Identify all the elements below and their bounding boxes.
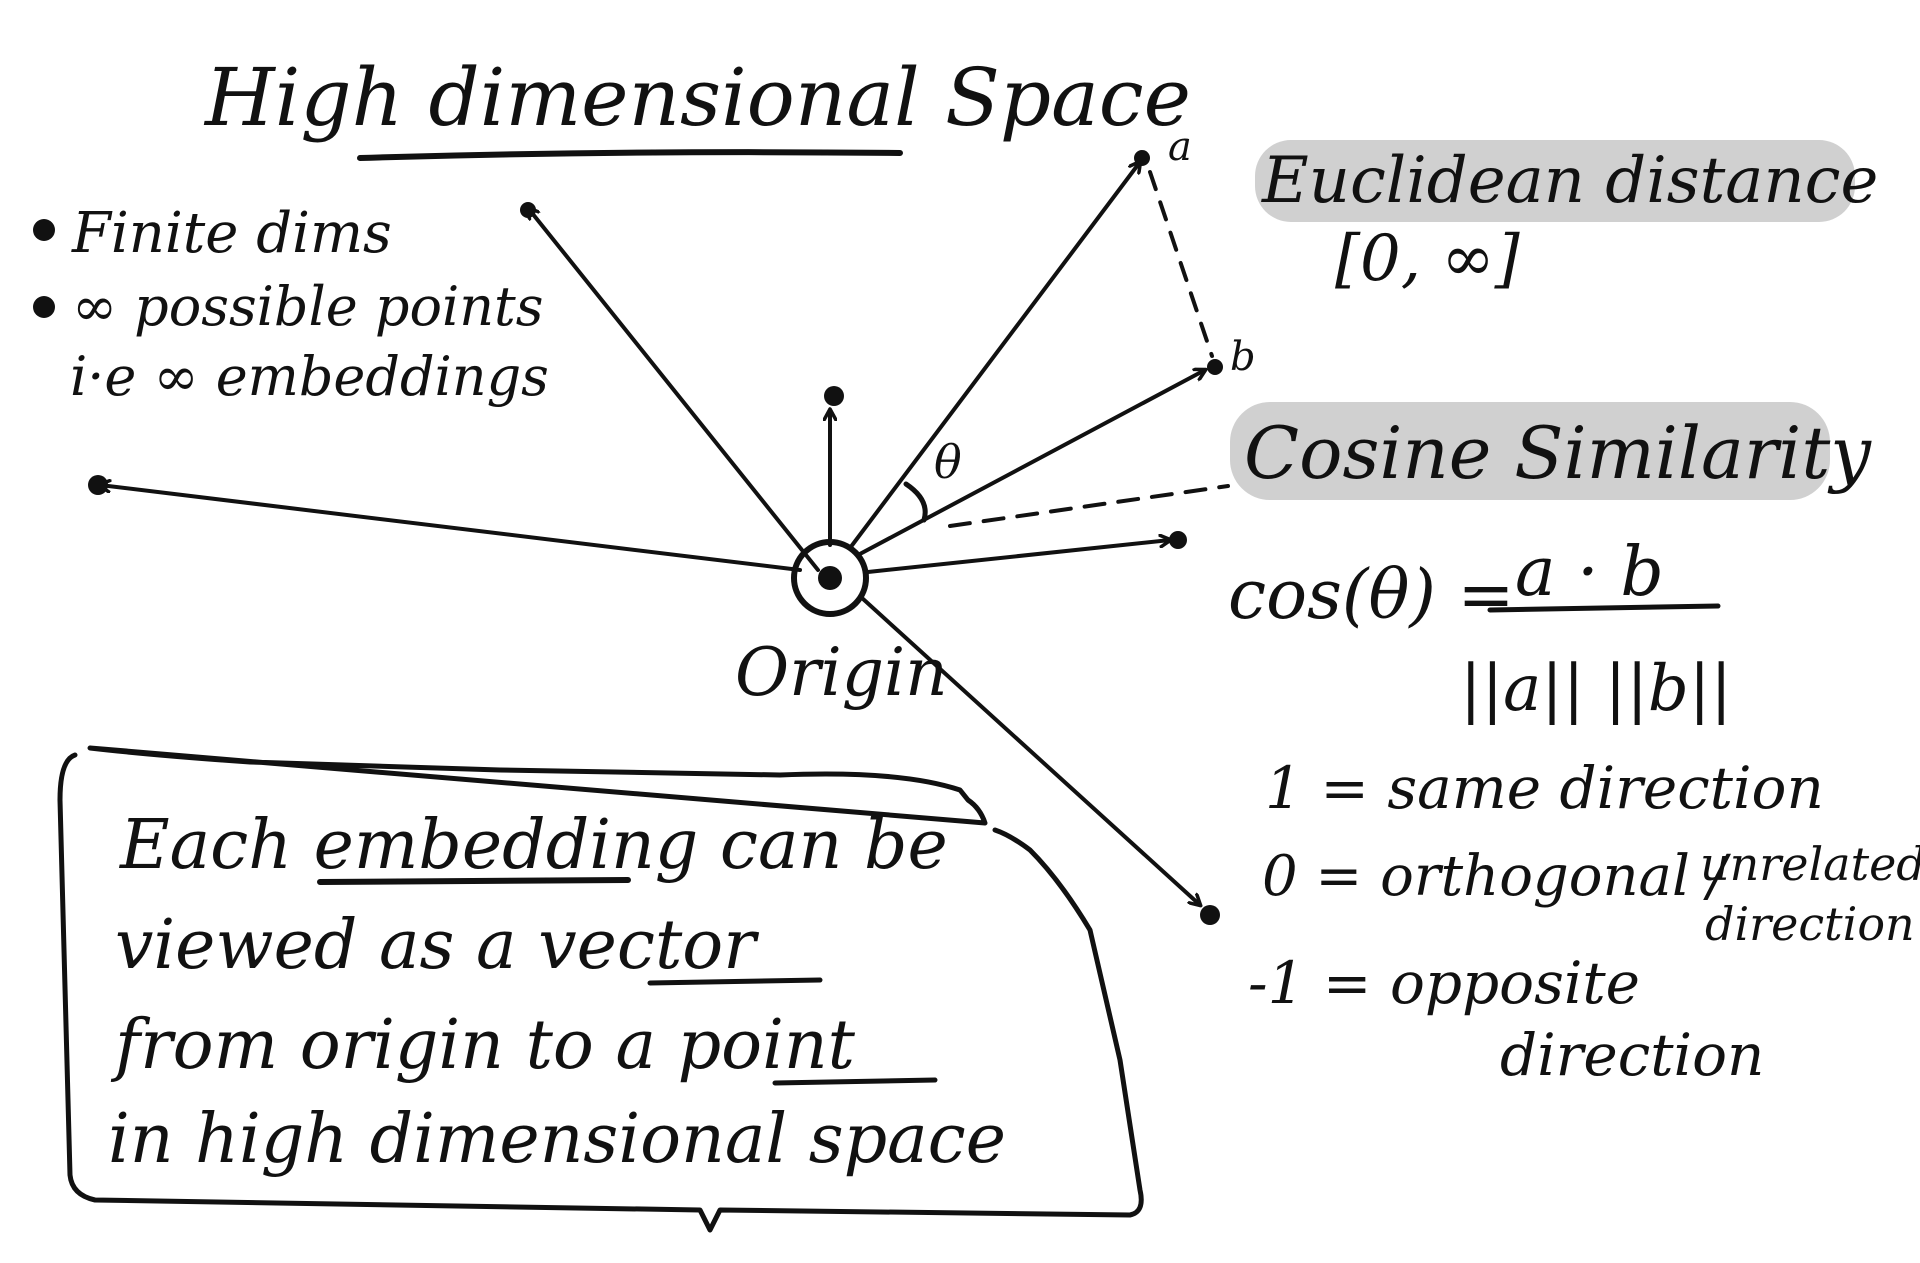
note-line-4: in high dimensional space (108, 1100, 1006, 1179)
diagram-title: High dimensional Space (203, 51, 1191, 144)
euclidean-highlight (1255, 140, 1855, 222)
vector-lower-right (860, 596, 1200, 905)
bullet-dot (33, 296, 55, 318)
euclidean-label: Euclidean distance (1261, 144, 1878, 218)
vector-point (1200, 905, 1220, 925)
cosine-pointer-line (948, 484, 1230, 528)
euclidean-distance-line (1148, 170, 1214, 358)
bullet-dot (33, 219, 55, 241)
cosine-highlight (1230, 402, 1830, 500)
origin-label: Origin (735, 634, 948, 711)
vector-b (856, 370, 1205, 557)
origin-marker (791, 539, 869, 617)
vector-point (1169, 531, 1187, 549)
cosine-formula-lhs: cos(θ) = (1228, 556, 1515, 635)
vector-point (520, 202, 536, 218)
note-underline-embedding (317, 877, 631, 885)
vector-upper-left (528, 208, 820, 572)
point-a (1134, 150, 1150, 166)
note-underline-point (772, 1077, 938, 1086)
vector-a (848, 162, 1140, 550)
note-line-1: Each embedding can be (118, 806, 948, 885)
vectors (88, 150, 1223, 925)
point-a-label: a (1168, 124, 1192, 170)
cosine-formula-denominator: ||a|| ||b|| (1460, 652, 1732, 726)
title-underline (357, 149, 903, 161)
bullet-item-finite-dims: Finite dims (71, 201, 392, 266)
meaning-opposite-direction: direction (1500, 1021, 1764, 1089)
fraction-bar (1487, 603, 1721, 613)
meaning-opposite: -1 = opposite (1248, 949, 1640, 1017)
euclidean-range: [0, ∞] (1335, 222, 1521, 296)
meaning-orthogonal: 0 = orthogonal / (1262, 844, 1732, 909)
bullet-item-embeddings: i·e ∞ embeddings (70, 345, 549, 408)
vector-point (824, 386, 844, 406)
point-b (1207, 359, 1223, 375)
vector-left (100, 485, 802, 572)
vector-point (88, 475, 108, 495)
meaning-unrelated-direction: direction (1705, 897, 1915, 951)
meaning-same-direction: 1 = same direction (1265, 754, 1824, 822)
note-box-outline (57, 745, 1144, 1233)
note-line-2: viewed as a vector (115, 906, 759, 985)
cosine-meanings: 1 = same direction 0 = orthogonal / unre… (1248, 754, 1920, 1089)
note-line-3: from origin to a point (110, 1006, 856, 1085)
theta-angle-arc (903, 481, 928, 523)
note-underline-vector (647, 977, 823, 986)
cosine-label: Cosine Similarity (1244, 411, 1872, 495)
bullet-item-possible-points: ∞ possible points (72, 275, 543, 338)
meaning-unrelated: unrelated (1700, 837, 1920, 891)
note-box-text: Each embedding can be viewed as a vector… (108, 806, 1006, 1179)
cosine-formula-numerator: a · b (1515, 533, 1664, 612)
theta-label: θ (934, 435, 962, 489)
vector-right (866, 540, 1170, 574)
point-b-label: b (1230, 334, 1256, 380)
bullet-list: Finite dims ∞ possible points i·e ∞ embe… (33, 201, 549, 408)
